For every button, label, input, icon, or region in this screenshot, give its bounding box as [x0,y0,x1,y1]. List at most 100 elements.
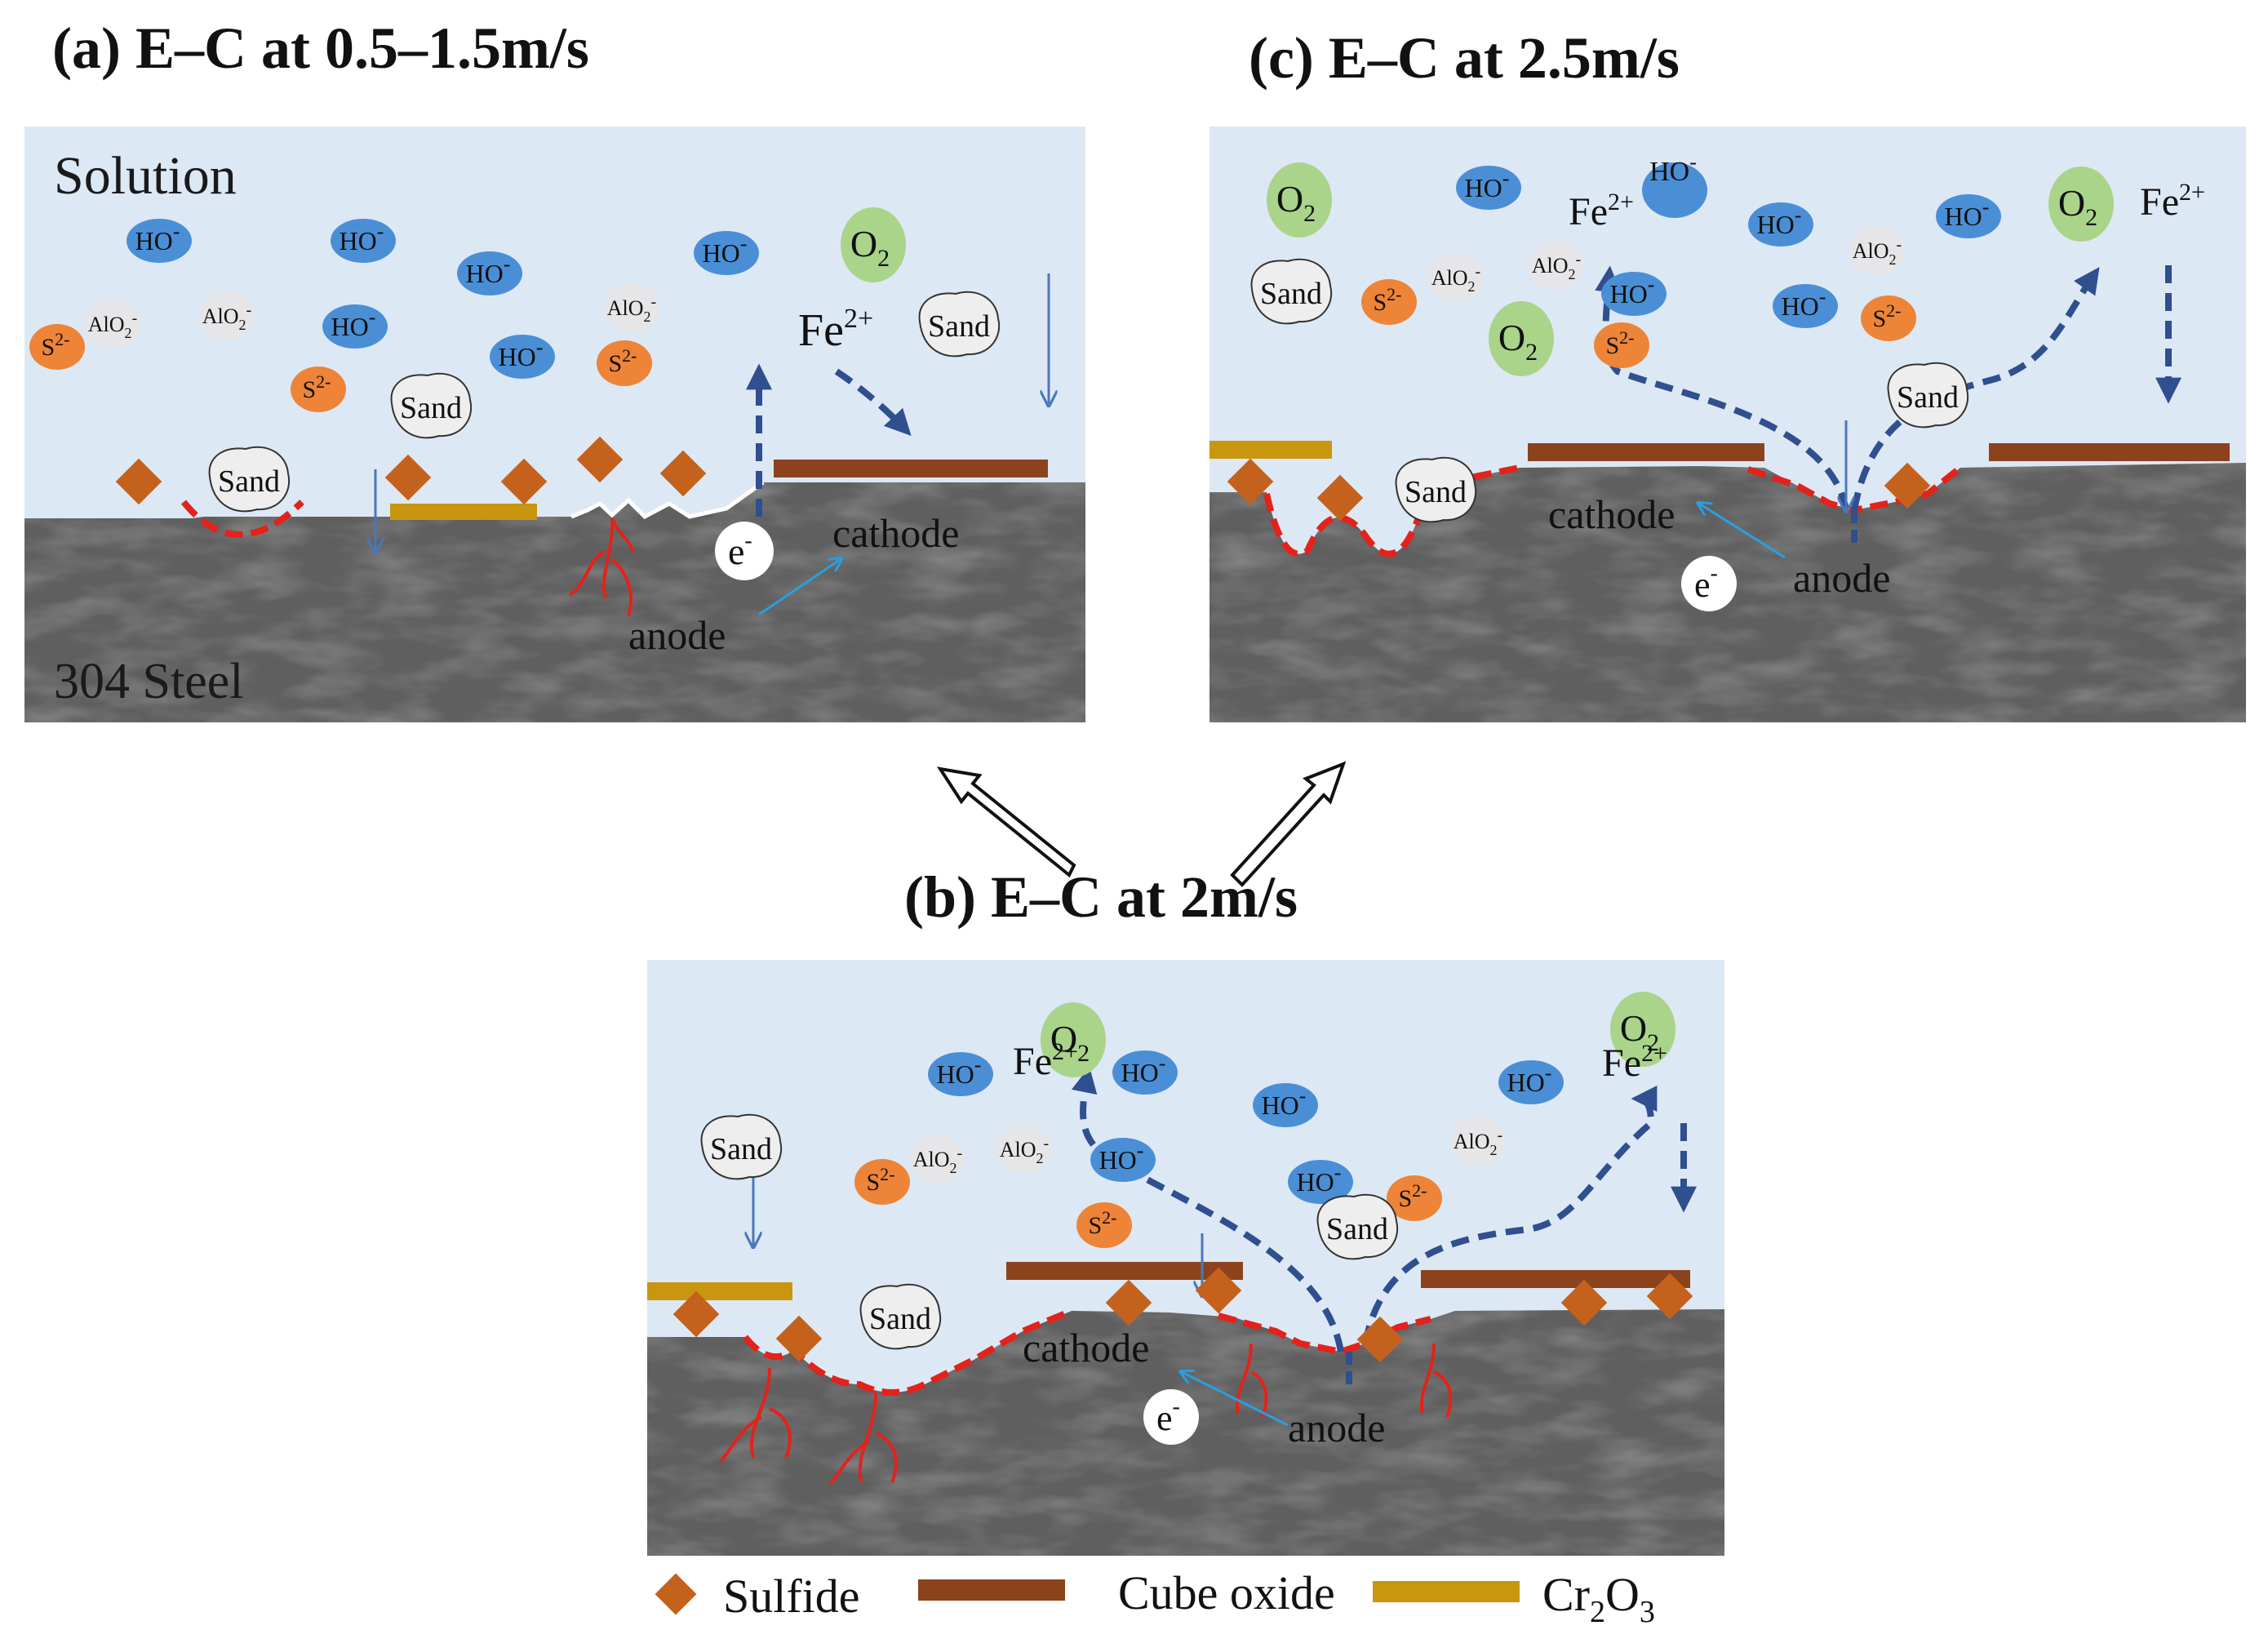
svg-text:HO-: HO- [937,1053,982,1089]
svg-text:Sand: Sand [1897,380,1959,415]
electron: e- [1143,1389,1199,1445]
svg-text:AlO2-: AlO2- [1454,1126,1502,1158]
sulfide-ion: S2- [1361,279,1417,325]
oxygen-molecule: O2 [1041,1002,1106,1077]
sulfide-deposit [1195,1267,1242,1314]
svg-text:S2-: S2- [302,371,331,403]
svg-text:anode: anode [1793,555,1890,601]
dissolution-flow-arrow [1595,265,1849,511]
sand-particle: Sand [1887,362,1969,429]
svg-text:Fe2+: Fe2+ [798,304,873,356]
cathode-label: cathode [832,510,959,556]
hydroxide-ion: HO- [1773,284,1838,328]
svg-text:S2-: S2- [1872,300,1901,332]
svg-text:Sand: Sand [1260,277,1322,311]
svg-text:cathode: cathode [832,510,959,556]
anode-label: anode [1288,1405,1385,1450]
svg-text:e-: e- [1694,561,1718,605]
dissolution-flow-arrow [1851,267,2100,511]
svg-text:e-: e- [1156,1394,1180,1438]
sulfide-deposit [1316,474,1364,522]
hydroxide-ion: HO- [1456,166,1521,210]
sulfide-ion: S2- [1861,295,1916,341]
svg-text:HO-: HO- [1649,150,1697,187]
svg-text:Sand: Sand [218,464,280,499]
svg-text:HO-: HO- [466,252,511,288]
hydroxide-ion: HO- [457,251,522,295]
svg-text:AlO2-: AlO2- [607,293,656,325]
oxygen-molecule: O2 [2048,167,2114,242]
panel-a: Solution 304 Steel cathode anode e- Fe2+… [24,127,1085,722]
anode-label: anode [1793,555,1890,601]
svg-text:HO-: HO- [1465,167,1510,202]
hydroxide-ion: HO- [928,1052,993,1096]
transition-arrows [936,761,1347,887]
aluminate-ion: AlO2- [910,1135,965,1184]
svg-text:HO-: HO- [1262,1084,1307,1120]
svg-text:Sand: Sand [400,391,462,425]
electron: e- [715,522,774,580]
arrow-b-to-c [1230,761,1347,887]
fe-ion: Fe2+ [2140,179,2205,224]
hydroxide-ion: HO- [1642,150,1707,218]
svg-text:S2-: S2- [1605,327,1634,359]
svg-text:AlO2-: AlO2- [1532,251,1581,282]
svg-text:HO-: HO- [1099,1139,1144,1175]
svg-text:O2: O2 [1498,317,1538,366]
svg-text:S2-: S2- [866,1164,894,1196]
arrow-b-to-a [936,766,1076,878]
svg-text:HO-: HO- [1782,285,1826,321]
aluminate-ion: AlO2- [996,1125,1052,1174]
svg-text:O2: O2 [1050,1018,1090,1067]
svg-text:Sand: Sand [1405,475,1467,509]
hydroxide-ion: HO- [1748,202,1813,247]
sulfide-deposit [775,1315,823,1362]
hydroxide-ion: HO- [1936,194,2001,238]
panel-b: cathode anode e- O2O2HO-HO-HO-HO-HO-HO-S… [647,960,1724,1556]
svg-text:Fe2+: Fe2+ [1569,189,1634,233]
svg-text:O2: O2 [1620,1007,1659,1056]
svg-text:O2: O2 [1276,178,1316,227]
sand-particle: Sand [918,291,1001,358]
legend-cr2o3-swatch [1373,1581,1520,1602]
erosion-pit [1217,1313,1431,1356]
sand-particle: Sand [1316,1193,1399,1260]
hydroxide-ion: HO- [1112,1050,1178,1095]
sand-particle: Sand [390,372,473,439]
fe-ion: Fe2+ [1602,1040,1667,1085]
cr2o3-layer [1209,441,1332,459]
svg-text:S2-: S2- [41,329,69,361]
sulfide-deposit [1646,1273,1693,1320]
svg-text:AlO2-: AlO2- [202,301,251,333]
aluminate-ion: AlO2- [1529,241,1584,290]
erosion-pit [180,500,304,538]
electron: e- [1681,556,1737,611]
sulfide-ion: S2- [1387,1175,1442,1221]
dissolution-flow-arrow [1362,1086,1658,1344]
hydroxide-ion: HO- [490,335,555,379]
oxygen-molecule: O2 [1489,301,1554,376]
svg-text:O2: O2 [850,223,890,272]
svg-text:Sand: Sand [1326,1212,1388,1246]
svg-text:cathode: cathode [1548,491,1675,537]
svg-text:Sand: Sand [928,309,990,344]
svg-text:Cr2O3: Cr2O3 [1542,1568,1655,1629]
sulfide-ion: S2- [29,324,85,370]
hydroxide-ion: HO- [1090,1138,1156,1182]
panel-a-title: (a) E–C at 0.5–1.5m/s [52,16,589,81]
crack [568,517,635,617]
cube-oxide-layer [1528,443,1764,461]
hydroxide-ion: HO- [1253,1083,1318,1127]
svg-text:HO-: HO- [1507,1061,1552,1097]
aluminate-ion: AlO2- [1450,1117,1506,1166]
aluminate-ion: AlO2- [85,300,140,349]
sulfide-deposit [1105,1279,1152,1326]
electron-arrow [1182,1372,1289,1427]
svg-text:Fe2+: Fe2+ [2140,179,2205,224]
svg-text:anode: anode [628,612,726,658]
svg-text:HO-: HO- [499,335,544,371]
sulfide-deposit [672,1290,720,1338]
oxygen-molecule: O2 [1267,162,1332,238]
svg-text:HO-: HO- [703,232,748,268]
cathode-label: cathode [1023,1325,1149,1370]
